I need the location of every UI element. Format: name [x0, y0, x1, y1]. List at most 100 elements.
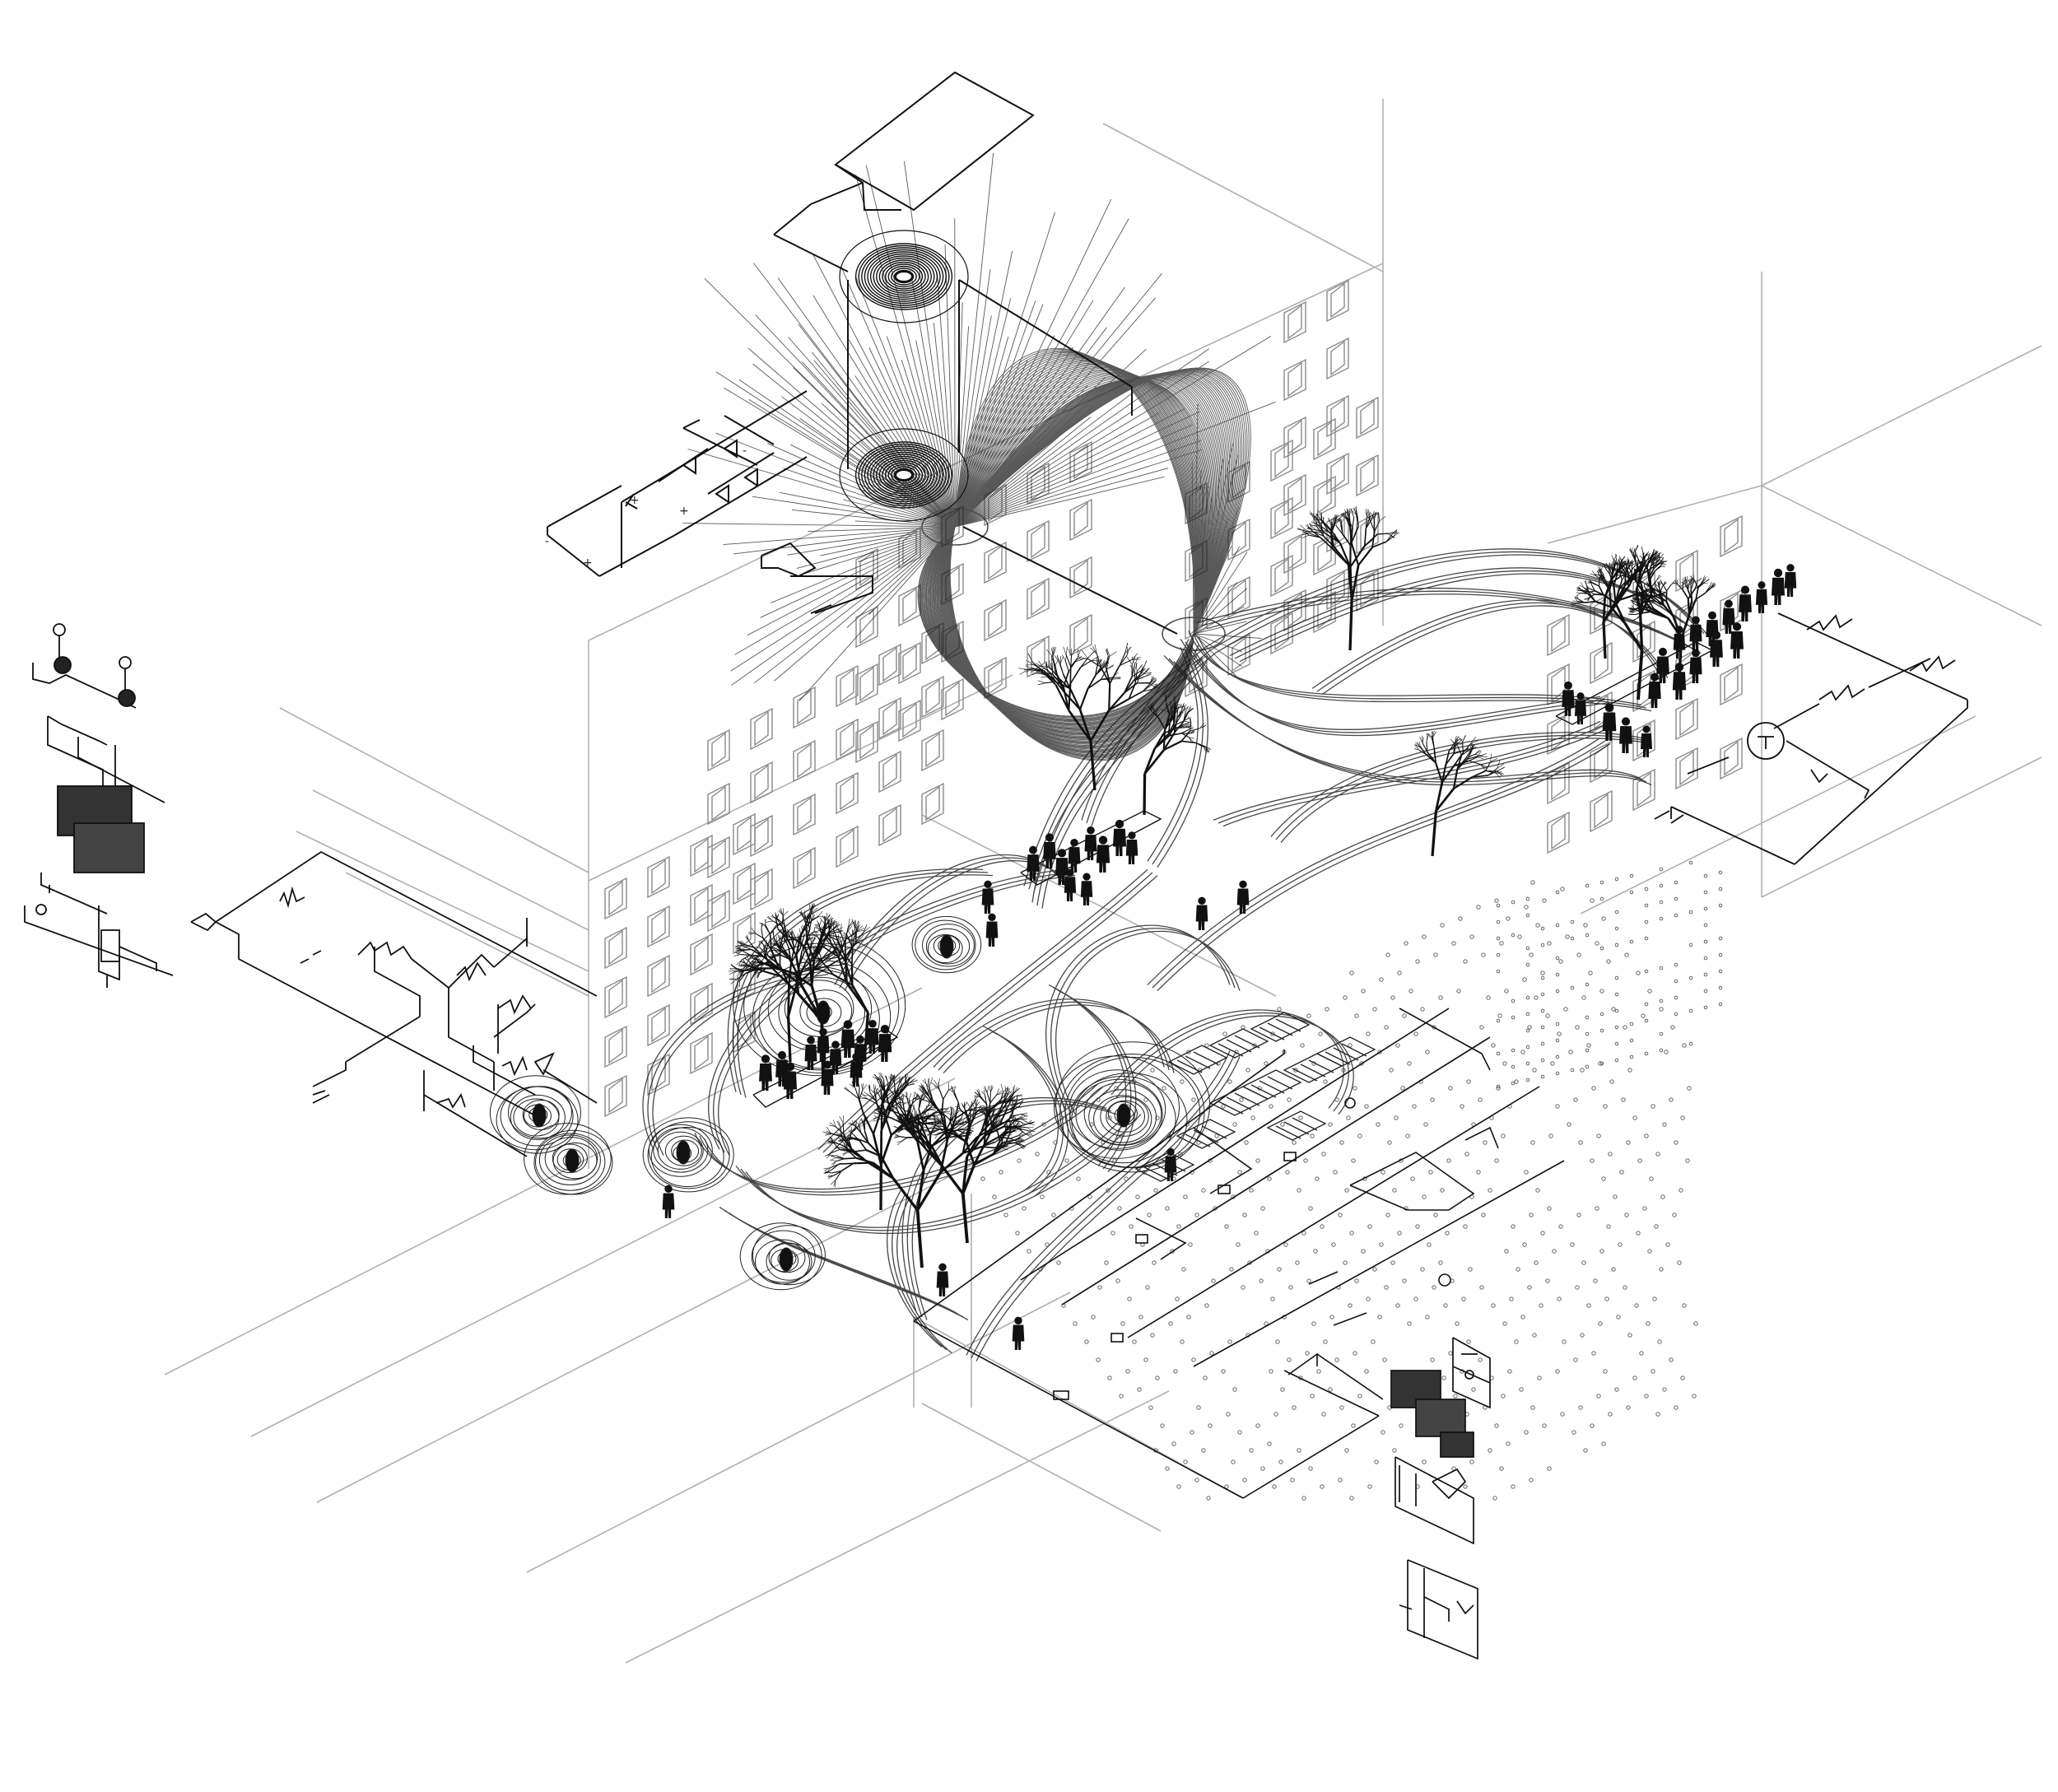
flow-curve [1311, 599, 1659, 689]
field-loop [923, 526, 1194, 723]
branch [1422, 742, 1428, 752]
person-body [1648, 681, 1661, 708]
branch [809, 943, 812, 956]
branch [889, 1093, 896, 1103]
branch [818, 951, 823, 963]
node [1357, 1394, 1362, 1399]
branch [1302, 528, 1310, 536]
branch [1651, 556, 1654, 562]
branch [802, 954, 811, 969]
branch [831, 1157, 837, 1160]
branch [743, 961, 747, 966]
branch [762, 937, 772, 950]
flow-curve [887, 1190, 943, 1347]
window [921, 675, 944, 719]
node [1394, 1115, 1399, 1120]
branch [859, 1090, 864, 1100]
branch [1469, 742, 1473, 750]
branch [967, 1101, 975, 1111]
branch [1599, 573, 1602, 579]
vortex-ring [648, 1124, 713, 1177]
branch [837, 942, 844, 953]
person-body [1096, 845, 1110, 873]
node [1516, 1267, 1520, 1272]
board-trace [1300, 1064, 1326, 1078]
branch [738, 944, 745, 946]
branch [1659, 593, 1664, 605]
field-loop [924, 526, 1194, 724]
node [1040, 1194, 1045, 1199]
window [793, 686, 816, 729]
branch [1639, 561, 1643, 566]
branch [1142, 688, 1152, 692]
vortex-core [1116, 1103, 1131, 1128]
branch [773, 938, 781, 949]
node [1306, 1278, 1311, 1283]
branch [1021, 1144, 1025, 1148]
branch [1660, 579, 1664, 585]
node [1453, 1394, 1458, 1399]
branch [1119, 654, 1128, 666]
node [1315, 1176, 1320, 1181]
branch [817, 916, 826, 918]
node [1132, 1339, 1137, 1344]
branch [1628, 561, 1632, 566]
node [1194, 1478, 1199, 1482]
branch [764, 946, 769, 957]
board-trace [1218, 1101, 1244, 1115]
branch [1331, 547, 1349, 566]
branch [1636, 612, 1643, 619]
branch [859, 938, 866, 941]
branch [1162, 732, 1176, 751]
branch [1353, 508, 1358, 516]
branch [878, 1075, 883, 1082]
vortex-ring [522, 1100, 560, 1130]
node [1674, 913, 1679, 918]
branch [1339, 519, 1342, 525]
branch [910, 1128, 922, 1134]
branch [1497, 763, 1504, 769]
branch [1010, 1105, 1020, 1112]
node [1585, 883, 1590, 888]
node [1608, 1412, 1613, 1417]
person-head [1564, 681, 1572, 690]
branch [786, 938, 798, 957]
branch [811, 905, 813, 913]
node [1525, 1061, 1530, 1066]
vortex-ring [535, 1133, 606, 1191]
person-body [1771, 577, 1786, 605]
person [1012, 1316, 1025, 1350]
vortex-ring [650, 1127, 724, 1187]
branch [1654, 551, 1659, 557]
branch [1645, 556, 1652, 562]
node [1137, 1387, 1142, 1392]
node [1155, 1375, 1160, 1380]
branch [989, 1085, 991, 1093]
node [1674, 1140, 1679, 1145]
branch [1134, 657, 1138, 665]
branch [856, 925, 864, 933]
node [1308, 1466, 1313, 1471]
branch [1588, 579, 1593, 584]
node [1504, 989, 1509, 994]
branch [1143, 672, 1152, 675]
field-ray [820, 526, 956, 556]
branch [1179, 711, 1184, 718]
branch [810, 903, 815, 911]
branch [1059, 662, 1064, 675]
field-loop [928, 526, 1194, 728]
branch [730, 968, 738, 970]
branch [929, 1107, 938, 1109]
branch [1584, 600, 1595, 603]
node [1660, 1194, 1665, 1199]
branch [1591, 585, 1596, 592]
branch [1175, 697, 1180, 705]
branch [835, 1171, 842, 1180]
node [1443, 1303, 1448, 1308]
branch [875, 1101, 881, 1115]
node [1422, 1194, 1427, 1199]
window [1326, 394, 1349, 438]
branch [739, 973, 746, 981]
node [1555, 1054, 1560, 1059]
window [1283, 531, 1306, 575]
